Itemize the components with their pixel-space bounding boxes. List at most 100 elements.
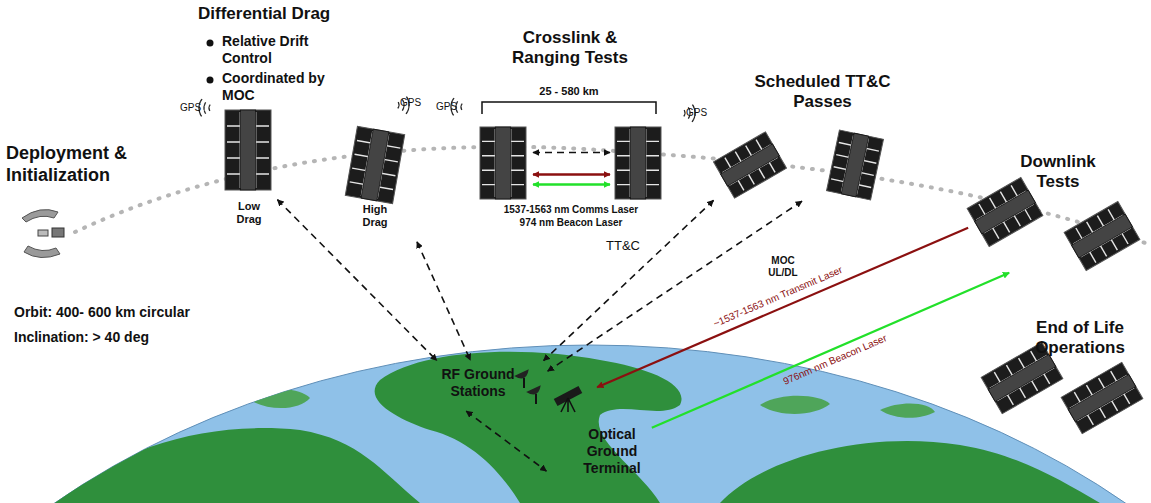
section-title: Deployment & Initialization — [6, 143, 146, 186]
node-label: Low Drag — [224, 200, 274, 226]
solar-array — [1064, 201, 1140, 270]
range-bracket — [482, 102, 656, 114]
satellite — [345, 126, 404, 203]
ground-station: Optical Ground Terminal — [548, 388, 650, 498]
bus-body — [1071, 214, 1132, 258]
bullet-dot — [207, 77, 214, 84]
gps-label: GPS — [686, 107, 711, 119]
fairing-half — [24, 246, 60, 258]
rf-link-arrow — [466, 411, 546, 471]
laser-link — [597, 228, 968, 387]
section-title: Differential Drag — [198, 4, 358, 24]
link-label: 976nm nm Beacon Laser — [741, 315, 929, 406]
bullet-dot — [207, 40, 214, 47]
satellite — [480, 127, 526, 199]
launch-vehicle — [22, 210, 64, 258]
rf-link-arrow — [533, 152, 610, 154]
bus-body — [841, 133, 869, 197]
section-title: Scheduled TT&C Passes — [750, 72, 895, 113]
solar-array — [827, 130, 884, 200]
gps-signal — [683, 110, 685, 116]
solar-array — [480, 127, 526, 199]
bus-body — [721, 144, 780, 186]
gps-signal — [460, 104, 462, 110]
rf-link-arrow — [277, 200, 436, 361]
tripod — [561, 398, 575, 412]
gps-signal — [397, 102, 399, 108]
solar-array — [615, 127, 661, 199]
link-label: MOC UL/DL — [762, 255, 804, 279]
node-label: RF Ground Stations — [440, 366, 516, 400]
gps-signal — [204, 102, 206, 113]
section-title: End of Life Operations — [1020, 318, 1140, 359]
dish-mast — [535, 394, 537, 404]
satellite — [827, 130, 884, 200]
solar-array — [345, 126, 404, 203]
satellite-node: GPS — [436, 95, 531, 210]
gps-label: GPS — [180, 102, 210, 114]
node-label: High Drag — [350, 203, 400, 229]
laser-link — [652, 273, 1009, 428]
bus-body — [988, 354, 1056, 401]
link-label: TT&C — [598, 238, 648, 254]
landmass — [40, 428, 420, 503]
bus-body — [630, 127, 645, 199]
node-label: Optical Ground Terminal — [576, 426, 648, 476]
dish-reflector — [526, 385, 543, 397]
ground-station: RF Ground Stations — [438, 362, 546, 410]
fairing-half — [22, 210, 58, 222]
gps-signal — [208, 105, 210, 111]
solar-array — [225, 110, 271, 190]
bus-body — [974, 190, 1035, 234]
satellite-node: GPS — [612, 95, 713, 210]
landmass — [375, 352, 682, 503]
rf-dish — [526, 385, 543, 404]
satellite-node: Scheduled TT&C Passes — [715, 70, 897, 200]
laser-link — [533, 183, 610, 186]
solar-array — [1061, 362, 1143, 433]
satellite — [225, 110, 271, 190]
laser-link — [533, 173, 610, 176]
node-icon — [436, 95, 531, 210]
bullet-item: Relative Drift Control — [222, 33, 334, 67]
bus-body — [361, 129, 389, 201]
solar-array — [967, 177, 1043, 246]
bullet-item: Coordinated by MOC — [222, 70, 340, 104]
rf-dish — [514, 369, 531, 388]
solar-array — [714, 132, 787, 198]
island — [880, 403, 935, 417]
landmass — [720, 441, 1100, 503]
bus-body — [1068, 374, 1136, 421]
island — [760, 396, 830, 414]
upper-stage — [38, 230, 48, 236]
orbit-note: Orbit: 400- 600 km circular — [14, 304, 274, 321]
link-label: 1537-1563 nm Comms Laser — [496, 204, 646, 216]
bus-body — [495, 127, 510, 199]
earth-land — [40, 352, 1100, 503]
deployed-spacecraft — [52, 228, 64, 237]
satellite — [1061, 362, 1143, 433]
link-label: 974 nm Beacon Laser — [496, 217, 646, 229]
rf-link-arrow — [417, 242, 470, 360]
satellite-node: GPS Low Drag — [180, 100, 276, 240]
bus-body — [240, 110, 255, 190]
earth-ocean — [0, 345, 1151, 503]
optical-telescope — [554, 386, 582, 412]
range-dimension: 25 - 580 km — [529, 85, 609, 98]
satellite — [967, 177, 1043, 246]
dish-mast — [523, 378, 525, 388]
section-title: Downlink Tests — [1018, 152, 1098, 193]
dish-reflector — [514, 369, 531, 381]
satellite-node: GPSHigh Drag — [330, 95, 427, 240]
satellite — [714, 132, 787, 198]
orbit-note: Inclination: > 40 deg — [14, 329, 274, 346]
satellite — [615, 127, 661, 199]
satellite-node: Downlink Tests — [970, 150, 1100, 250]
satellite — [1064, 201, 1140, 270]
section-title: Crosslink & Ranging Tests — [505, 28, 635, 69]
gps-label: GPS — [436, 101, 461, 113]
